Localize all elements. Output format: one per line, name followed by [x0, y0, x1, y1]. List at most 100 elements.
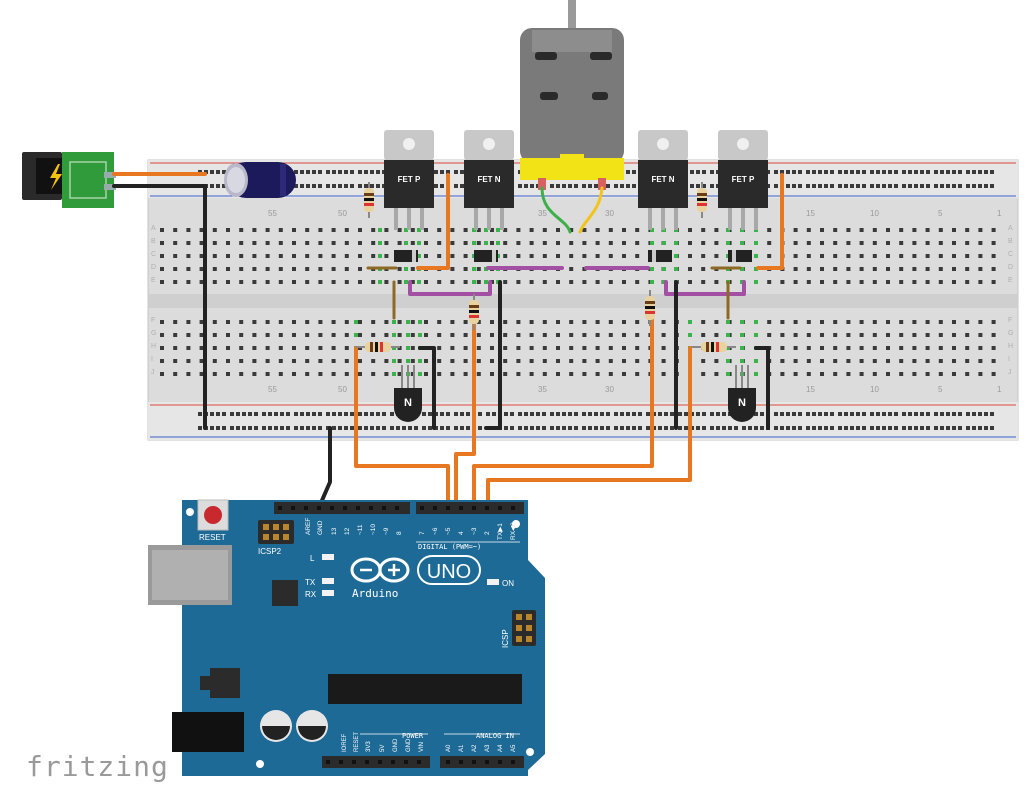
- pin-label: 8: [396, 531, 403, 535]
- col-number: 5: [938, 209, 943, 218]
- wire-black: [418, 346, 436, 430]
- row-letter: H: [151, 343, 156, 350]
- col-number: 15: [806, 385, 815, 394]
- pin-label: ~11: [357, 524, 364, 535]
- pin-label: 4: [458, 531, 465, 535]
- row-letter: C: [1008, 251, 1013, 258]
- row-letter: A: [151, 225, 156, 232]
- dc-motor: [520, 0, 624, 190]
- led-l: [322, 554, 334, 560]
- wire-black: [754, 346, 770, 430]
- mosfet-4: FET P: [718, 130, 768, 230]
- resistor-horizontal: [692, 342, 736, 352]
- mosfet-1: FET P: [384, 130, 434, 230]
- col-number: 55: [268, 385, 277, 394]
- pin-label: GND: [393, 738, 399, 752]
- diode: [394, 250, 752, 262]
- row-letter: C: [151, 251, 156, 258]
- pin-label: A1: [459, 744, 465, 752]
- row-letter: J: [1008, 369, 1012, 376]
- microcontroller-chip: [328, 674, 522, 704]
- header-analog: [440, 756, 524, 768]
- row-letter: B: [1008, 238, 1013, 245]
- row-letter: E: [1008, 277, 1013, 284]
- mosfet-label: FET N: [651, 175, 674, 184]
- voltage-regulator: [210, 668, 240, 698]
- mosfet-2: FET N: [464, 130, 514, 230]
- wire-orange: [486, 346, 692, 507]
- row-letter: I: [1008, 356, 1010, 363]
- reset-label: RESET: [199, 533, 226, 542]
- led-rx: [322, 590, 334, 596]
- wire-black: [318, 426, 332, 507]
- col-number: 35: [538, 209, 547, 218]
- pin-label: ~6: [432, 527, 439, 535]
- transistor-label: N: [738, 397, 746, 409]
- mosfet-label: FET N: [477, 175, 500, 184]
- pin-label: AREF: [305, 518, 312, 535]
- mosfet-3: FET N: [638, 130, 688, 230]
- wire-orange: [416, 173, 450, 270]
- col-number: 50: [338, 209, 347, 218]
- dc-jack: [172, 712, 244, 752]
- row-letter: G: [151, 330, 156, 337]
- mosfet-label: FET P: [398, 175, 421, 184]
- pin-label: A5: [511, 744, 517, 752]
- pin-label: ~3: [471, 527, 478, 535]
- row-letter: D: [1008, 264, 1013, 271]
- row-letter: A: [1008, 225, 1013, 232]
- col-number: 10: [870, 209, 879, 218]
- col-number: 1: [997, 385, 1002, 394]
- wire-orange: [454, 318, 476, 507]
- pin-label: 7: [419, 531, 426, 535]
- resistor-horizontal: [356, 342, 400, 352]
- dc-power-jack: [22, 152, 116, 208]
- mosfet-label: FET P: [732, 175, 755, 184]
- icsp2-header: [258, 520, 294, 544]
- row-letter: J: [151, 369, 155, 376]
- wire-orange: [756, 173, 784, 270]
- wire-orange: [472, 308, 654, 507]
- tx-label: TX: [305, 578, 316, 587]
- analog-label: ANALOG IN: [476, 732, 514, 740]
- row-letter: B: [151, 238, 156, 245]
- board-capacitor: [260, 710, 328, 742]
- led-tx: [322, 578, 334, 584]
- pin-label: A3: [485, 744, 491, 752]
- pin-label: ~10: [370, 524, 377, 535]
- pin-label: TX▶1: [497, 523, 504, 540]
- wire-black: [484, 280, 502, 430]
- rx-label: RX: [305, 590, 317, 599]
- digital-label: DIGITAL (PWM=~): [418, 543, 481, 551]
- row-letter: F: [151, 317, 155, 324]
- col-number: 30: [605, 385, 614, 394]
- col-number: 15: [806, 209, 815, 218]
- power-label: POWER: [402, 732, 424, 740]
- row-letter: H: [1008, 343, 1013, 350]
- header-top-right: [416, 502, 524, 514]
- col-number: 1: [997, 209, 1002, 218]
- col-number: 55: [268, 209, 277, 218]
- pin-label: A0: [446, 744, 452, 752]
- pin-label: 2: [484, 531, 491, 535]
- header-power: [322, 756, 430, 768]
- resistor-vertical: [364, 182, 374, 218]
- row-letter: E: [151, 277, 156, 284]
- lightning-icon: [50, 164, 62, 190]
- transistor-label: N: [404, 397, 412, 409]
- wire-purple: [408, 280, 492, 296]
- header-top-left: [274, 502, 410, 514]
- uno-label: UNO: [427, 561, 471, 583]
- pin-label: RESET: [354, 732, 360, 752]
- pin-label: 5V: [380, 745, 386, 752]
- col-number: 30: [605, 209, 614, 218]
- pin-label: 3V3: [366, 741, 372, 752]
- breadboard: 55 50 35 30 15 10 5 1 55 50 35 30 15 10 …: [147, 159, 1019, 441]
- row-letter: D: [151, 264, 156, 271]
- pin-label: 13: [331, 527, 338, 535]
- pin-label: 12: [344, 527, 351, 535]
- icsp-header: [512, 610, 536, 646]
- pin-label: VIN: [419, 742, 425, 752]
- arduino-logo-icon: [350, 557, 410, 583]
